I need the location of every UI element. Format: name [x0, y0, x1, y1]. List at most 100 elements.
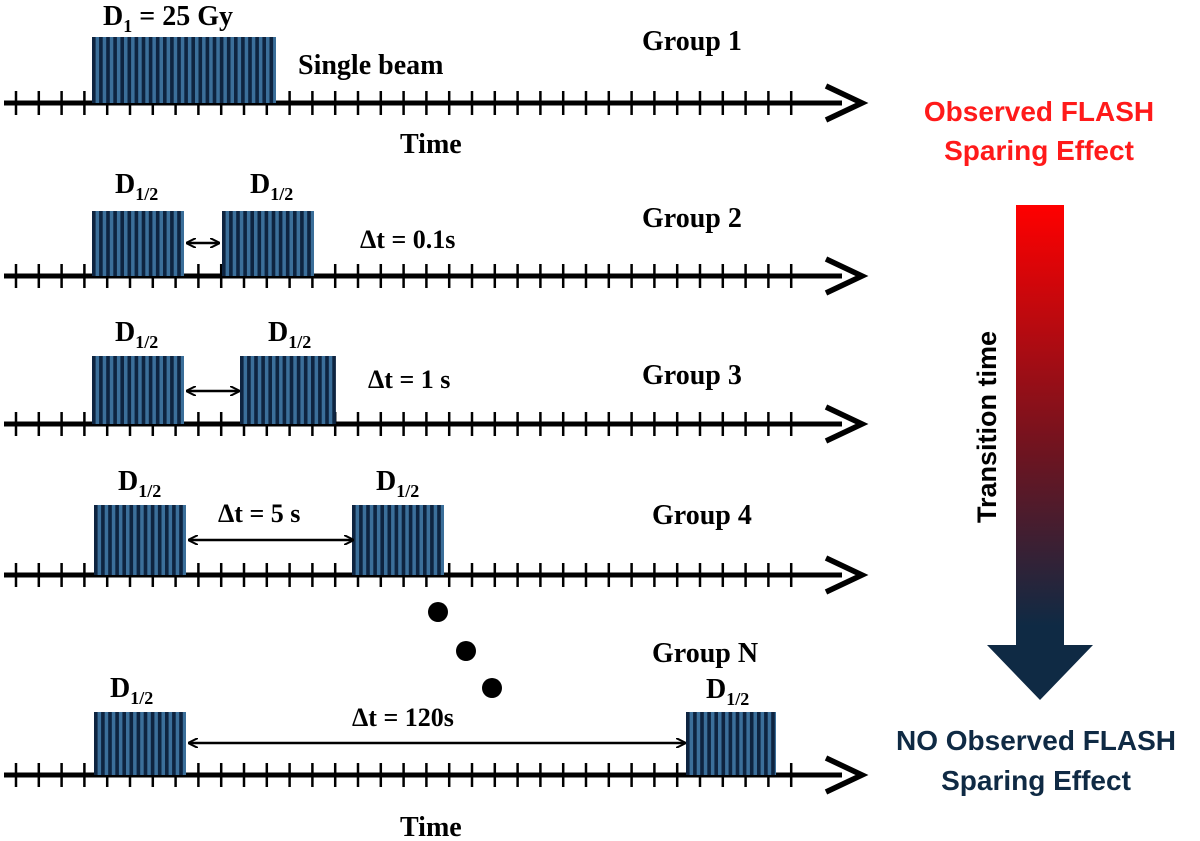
beam-pulse — [99, 211, 103, 276]
group4-dose-right: D1/2 — [376, 466, 419, 501]
beam-pulse — [268, 356, 272, 424]
beam-pulse — [179, 712, 183, 775]
axis-arrowhead — [824, 404, 869, 444]
beam-pulse — [423, 505, 427, 575]
group3-label: Group 3 — [642, 360, 742, 391]
beam-pulse — [155, 211, 160, 276]
group2-delta-label: Δt = 0.1s — [360, 225, 455, 254]
beam-pulse — [141, 211, 146, 276]
beam-pulse — [148, 211, 153, 276]
beam-pulse — [236, 211, 240, 276]
beam-pulse — [120, 356, 124, 424]
beam-pulse — [115, 505, 119, 575]
beam-pulse — [264, 211, 269, 276]
ellipsis-dots — [428, 602, 502, 698]
beam-pulse — [311, 356, 315, 424]
beam-pulse — [163, 211, 167, 276]
beam-pulse — [728, 712, 733, 775]
beam-pulse — [282, 356, 287, 424]
group1-time-axis-label: Time — [400, 129, 462, 160]
beam-pulse — [714, 712, 718, 775]
beam-pulse — [352, 505, 356, 575]
beam-pulse — [380, 505, 384, 575]
groupN-delta-label: Δt = 120s — [352, 703, 454, 732]
beam-pulse — [172, 712, 176, 775]
beam-pulse — [212, 37, 217, 103]
beam-pulse — [229, 211, 233, 276]
group4-dose-left: D1/2 — [118, 466, 161, 501]
group4-delta-label: Δt = 5 s — [218, 499, 300, 528]
beam-pulse — [257, 211, 262, 276]
beam-pulse — [296, 356, 301, 424]
beam-pulse — [165, 712, 169, 775]
beam-pulse — [113, 356, 117, 424]
ellipsis-dot — [482, 678, 502, 698]
beam-pulse — [148, 356, 153, 424]
beam-pulse — [94, 712, 98, 775]
beam-pulse — [394, 505, 399, 575]
beam-pulse — [219, 37, 224, 103]
axis-arrowhead — [824, 755, 869, 795]
groupN-dose-left: D1/2 — [110, 673, 153, 708]
group1-dose-label: D1 = 25 Gy — [103, 1, 233, 36]
beam-pulse — [222, 211, 226, 276]
beam-pulse — [113, 37, 117, 103]
beam-pulse — [170, 211, 174, 276]
beam-pulse — [150, 712, 155, 775]
group-3: D1/2 D1/2 Δt = 1 s Group 3 — [115, 317, 742, 394]
beam-pulse — [262, 37, 266, 103]
beam-pulses — [92, 37, 776, 775]
beam-pulse — [250, 211, 254, 276]
pulse-train — [92, 37, 276, 103]
beam-pulse — [332, 356, 336, 424]
beam-pulse — [735, 712, 740, 775]
beam-pulse — [366, 505, 370, 575]
beam-pulse — [172, 505, 176, 575]
beam-pulse — [122, 712, 126, 775]
beam-pulse — [300, 211, 304, 276]
beam-pulse — [430, 505, 434, 575]
beam-pulse — [127, 211, 132, 276]
pulse-train — [92, 211, 184, 276]
beam-pulse — [254, 356, 258, 424]
axis-arrowhead — [824, 256, 869, 296]
transition-time-label: Transition time — [972, 331, 1002, 523]
beam-pulse — [155, 356, 160, 424]
beam-pulse — [401, 505, 406, 575]
beam-pulse — [707, 712, 711, 775]
group4-label: Group 4 — [652, 500, 752, 531]
groupN-dose-right: D1/2 — [706, 674, 749, 709]
pulse-train — [94, 505, 186, 575]
beam-pulse — [721, 712, 726, 775]
beam-pulse — [771, 712, 775, 775]
beam-pulse — [318, 356, 322, 424]
pulse-train — [240, 356, 336, 424]
beam-pulse — [134, 37, 139, 103]
group3-dose-left: D1/2 — [115, 317, 158, 352]
beam-pulse — [757, 712, 761, 775]
beam-pulse — [359, 505, 363, 575]
beam-pulse — [106, 211, 110, 276]
beam-pulse — [113, 211, 117, 276]
beam-pulse — [163, 37, 167, 103]
beam-pulse — [92, 211, 96, 276]
beam-pulse — [269, 37, 274, 103]
no-observed-flash-line2: Sparing Effect — [941, 765, 1131, 796]
group2-dose-left: D1/2 — [115, 169, 158, 204]
ellipsis-dot — [428, 602, 448, 622]
beam-pulse — [240, 356, 244, 424]
group-4: D1/2 D1/2 Δt = 5 s Group 4 — [118, 466, 752, 540]
beam-pulse — [120, 37, 124, 103]
group1-label: Group 1 — [642, 26, 742, 57]
beam-pulse — [177, 356, 181, 424]
group-1: D1 = 25 Gy Single beam Group 1 Time — [103, 1, 742, 160]
beam-pulse — [106, 37, 110, 103]
beam-pulse — [198, 37, 203, 103]
time-axes — [4, 83, 869, 795]
beam-pulse — [234, 37, 238, 103]
beam-pulse — [184, 37, 188, 103]
no-observed-flash-line1: NO Observed FLASH — [896, 725, 1176, 756]
beam-pulse — [99, 356, 103, 424]
beam-pulse — [373, 505, 377, 575]
beam-pulse — [94, 505, 98, 575]
